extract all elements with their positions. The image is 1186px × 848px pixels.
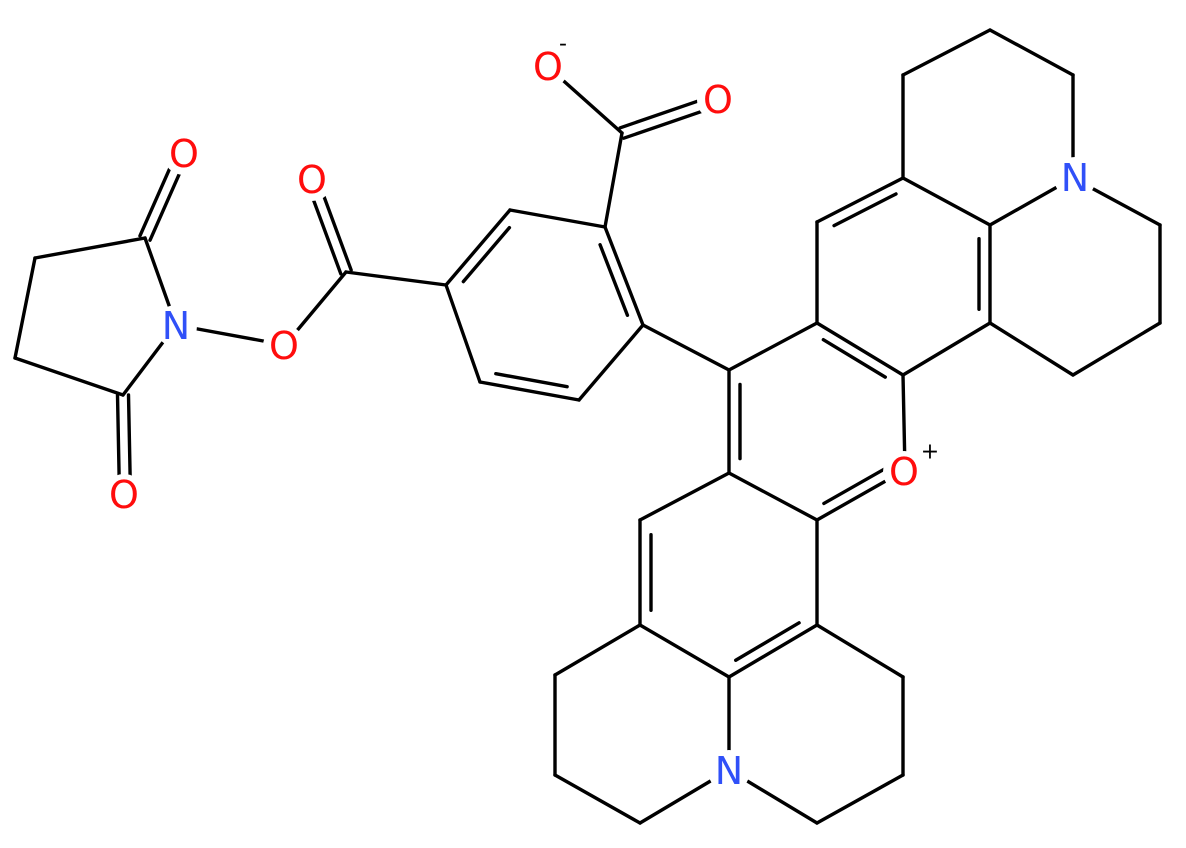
- bond-b4-b5: [577, 323, 645, 402]
- bond-u_d-x_c4a: [901, 321, 992, 377]
- bond-l_b-l_c: [638, 623, 731, 679]
- atom-label-O4: O: [297, 158, 327, 202]
- bond-u_b-u_c: [901, 176, 992, 227]
- atom-label-O1: O: [169, 132, 199, 176]
- bond-x_c10a-x_c8a: [727, 471, 819, 522]
- bond-s_ca-s_cb: [13, 256, 37, 360]
- atom-label-N1: N: [162, 304, 190, 348]
- atom-O7: O+: [883, 440, 939, 494]
- bond-l_j-l_d: [815, 623, 905, 679]
- bond-l_e-l_f: [553, 773, 642, 825]
- atom-label-O2: O: [109, 473, 139, 517]
- bond-b5-b6: [478, 380, 581, 402]
- bond-s_c1-s_ca: [33, 236, 147, 260]
- charge-O7: +: [921, 440, 939, 465]
- atom-label-O5: O: [533, 45, 563, 89]
- bond-u_f-u_g: [901, 28, 992, 77]
- atom-O6: O: [697, 78, 739, 122]
- atom-label-O7: O: [889, 450, 919, 494]
- atom-label-layer: O O O O O- O O+ N N N: [103, 32, 1096, 793]
- bond-u_j-u_d: [988, 321, 1075, 377]
- atom-N1: N: [155, 304, 197, 348]
- bond-s_cb-s_c2: [13, 356, 125, 397]
- bond-u_a-u_b-inner: [832, 192, 898, 228]
- bond-l_g-l_b: [553, 623, 642, 677]
- bond-u_a-u_b: [815, 176, 905, 224]
- bond-u_e-u_f: [988, 28, 1075, 77]
- bond-b2-b3: [508, 208, 607, 229]
- bond-x_c9a-x_c4a: [815, 321, 905, 377]
- bond-e_c-b1: [344, 270, 448, 287]
- bond-u_i-u_j: [1071, 321, 1162, 377]
- bond-l_c-l_d: [727, 623, 819, 679]
- charge-O5: -: [559, 32, 567, 57]
- atom-N3: N: [708, 749, 750, 793]
- atom-O2: O: [103, 473, 145, 517]
- atom-O5: O-: [527, 32, 569, 89]
- bond-b1-b2-inner: [461, 225, 512, 284]
- bond-b3-c_c: [603, 131, 624, 229]
- bond-l_h-l_i: [815, 773, 905, 825]
- atom-O1: O: [163, 132, 205, 176]
- bond-x_c9-x_c9a: [727, 321, 819, 372]
- bond-x_c9a-x_c4a-inner: [821, 337, 887, 379]
- atom-N2: N: [1054, 156, 1096, 200]
- bond-l_c-l_d-inner: [734, 621, 801, 662]
- atom-label-O6: O: [703, 78, 733, 122]
- bond-layer: [13, 28, 1162, 825]
- bond-x_c8a-l_a: [638, 471, 731, 522]
- atom-O4: O: [291, 158, 333, 202]
- bond-b3-b4: [603, 225, 645, 327]
- atom-label-N3: N: [715, 749, 743, 793]
- bond-x_o-x_c10a-inner: [822, 465, 889, 506]
- bond-b5-b6-inner: [494, 371, 569, 389]
- bond-b3-b4-inner: [598, 242, 630, 317]
- bond-b4-x_c9: [641, 323, 731, 372]
- atom-label-N2: N: [1061, 156, 1089, 200]
- bond-b6-b1: [444, 283, 482, 384]
- bond-b1-b2: [444, 208, 512, 287]
- atom-O3: O: [263, 324, 305, 368]
- atom-label-O3: O: [269, 324, 299, 368]
